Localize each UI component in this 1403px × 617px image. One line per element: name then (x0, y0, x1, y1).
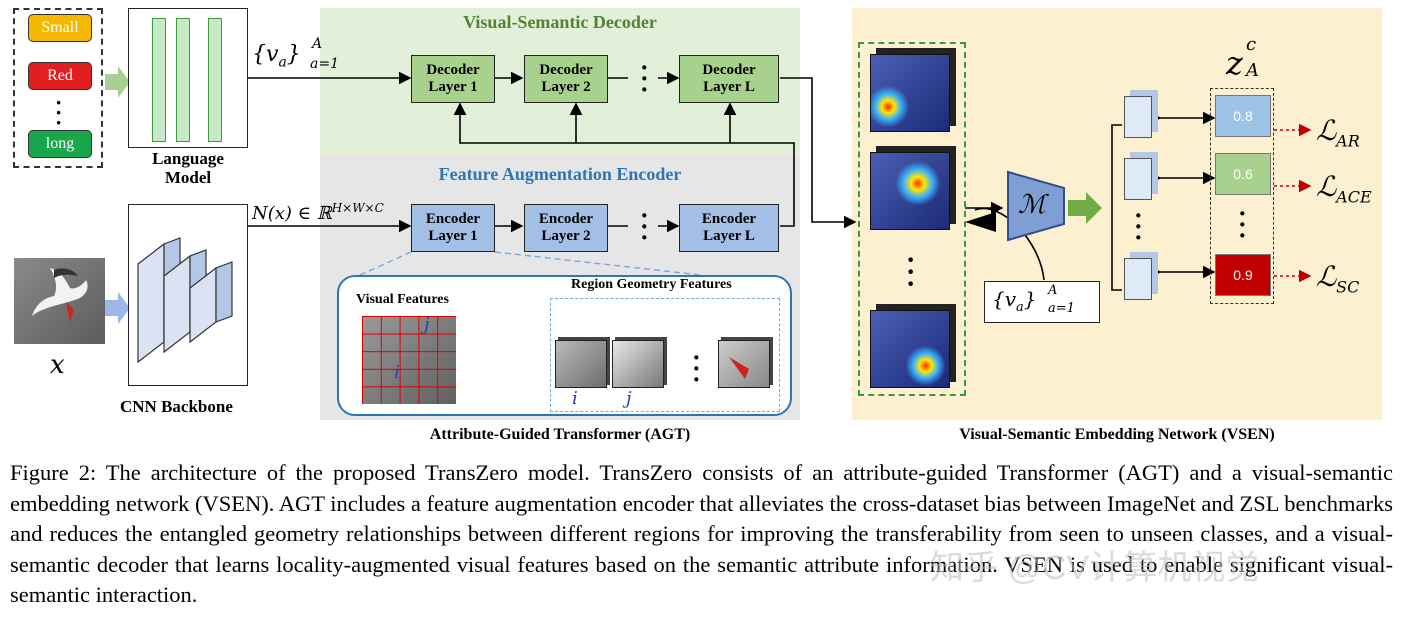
token-long: long (28, 130, 92, 158)
lm-column-2 (176, 18, 190, 142)
attr-sub: a (278, 54, 287, 71)
cnn-layer-blocks (137, 237, 233, 364)
attention-map-group (858, 42, 966, 396)
language-model-title: Language Model (152, 149, 224, 187)
attention-map-2 (870, 152, 950, 230)
embedding-bar-2 (1124, 158, 1152, 200)
attribute-set-label: {va} A a=1 (252, 36, 339, 72)
embedding-bar-3 (1124, 258, 1152, 300)
score-column (1210, 88, 1274, 304)
mapping-symbol: ℳ (1018, 190, 1046, 220)
score-3: 0.9 (1215, 254, 1271, 296)
latent-symbol: z c A (1226, 34, 1259, 82)
decoder-layer-2: Decoder Layer 2 (524, 55, 608, 103)
cnn-backbone-title: CNN Backbone (120, 397, 233, 416)
decoder-title: Visual-Semantic Decoder (463, 12, 657, 32)
input-symbol: x (50, 350, 65, 380)
vsen-attr-lower: a=1 (1048, 301, 1075, 316)
token-group (13, 8, 103, 168)
region-index-i: i (572, 388, 578, 409)
attention-map-1 (870, 54, 950, 132)
decoder-layer-1: Decoder Layer 1 (411, 55, 495, 103)
loss-ar: ℒAR (1316, 114, 1360, 151)
grid-index-j: j (424, 314, 430, 335)
loss-sc-main: ℒ (1316, 260, 1337, 293)
visual-features-title: Visual Features (356, 292, 449, 307)
feature-map-text: N(x) ∈ ℝ (252, 203, 332, 224)
loss-ar-main: ℒ (1316, 114, 1337, 147)
figure-caption: Figure 2: The architecture of the propos… (10, 460, 1393, 607)
score-ellipsis: ··· (1238, 199, 1247, 250)
mapping-trapezoid (1007, 170, 1065, 242)
token-ellipsis: ··· (55, 90, 63, 135)
encoder-layer-2: Encoder Layer 2 (524, 204, 608, 252)
region-geometry-title: Region Geometry Features (571, 277, 732, 292)
lm-input-arrow (105, 66, 130, 98)
latent-sub: A (1246, 60, 1259, 81)
attention-map-3 (870, 310, 950, 388)
token-small: Small (28, 14, 92, 42)
loss-ace-main: ℒ (1316, 170, 1337, 203)
decoder-layer-l: Decoder Layer L (679, 55, 779, 103)
region-patch-i (555, 340, 607, 388)
score-1: 0.8 (1215, 95, 1271, 137)
score-2: 0.6 (1215, 153, 1271, 195)
vsen-caption: Visual-Semantic Embedding Network (VSEN) (959, 426, 1275, 443)
attr-set-open: {v (252, 42, 279, 67)
feature-map-sup: H×W×C (331, 201, 384, 215)
loss-sc-sub: SC (1336, 277, 1360, 297)
vsen-attr-upper: A (1048, 283, 1058, 298)
loss-ace: ℒACE (1316, 170, 1372, 207)
encoder-layer-1: Encoder Layer 1 (411, 204, 495, 252)
lm-column-1 (152, 18, 166, 142)
vsen-attr-close: } (1023, 287, 1037, 311)
embedding-bar-1 (1124, 96, 1152, 138)
attr-lower: a=1 (310, 56, 339, 72)
embedding-ellipsis: ··· (1134, 201, 1143, 252)
region-index-j: j (626, 388, 632, 409)
attribute-set-box (984, 281, 1100, 323)
feature-map-label: N(x) ∈ ℝH×W×C (252, 201, 384, 224)
attr-set-close: } (286, 42, 301, 67)
latent-base: z (1226, 44, 1243, 82)
loss-sc: ℒSC (1316, 260, 1359, 297)
region-patch-j (612, 340, 664, 388)
region-geometry-panel (550, 298, 780, 412)
vsen-attr-open: {v (992, 287, 1017, 311)
loss-ace-sub: ACE (1336, 187, 1372, 207)
encoder-ellipsis: ··· (640, 201, 649, 252)
region-ellipsis: ··· (692, 343, 701, 394)
region-patch-last (718, 340, 770, 388)
decoder-ellipsis: ··· (640, 53, 649, 104)
attr-upper: A (312, 36, 323, 52)
latent-sup: c (1246, 34, 1257, 55)
architecture-figure: Small Red ··· long Language Model x CNN … (13, 8, 1382, 443)
grid-index-i: i (394, 362, 400, 383)
cnn-input-arrow (105, 292, 130, 324)
token-red: Red (28, 62, 92, 90)
attention-ellipsis: ··· (906, 245, 916, 300)
visual-features-grid (362, 316, 456, 404)
lm-column-3 (208, 18, 222, 142)
encoder-title: Feature Augmentation Encoder (438, 164, 682, 184)
encoder-layer-l: Encoder Layer L (679, 204, 779, 252)
vsen-attribute-set: {va} A a=1 (992, 283, 1075, 316)
loss-ar-sub: AR (1336, 131, 1360, 151)
input-bird-image (14, 258, 105, 344)
agt-caption: Attribute-Guided Transformer (AGT) (429, 426, 691, 443)
vsen-attr-sub: a (1016, 300, 1024, 315)
